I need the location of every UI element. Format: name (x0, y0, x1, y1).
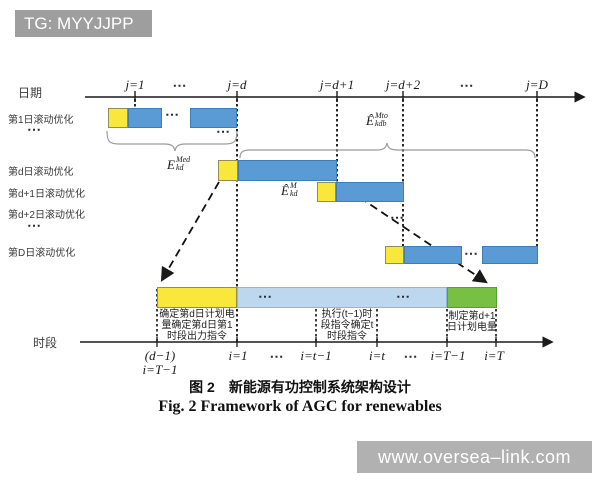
ptick-iT: i=T (484, 348, 504, 363)
ptick-itm1: i=t−1 (300, 348, 332, 363)
row-label-daydp1: 第d+1日滚动优化 (8, 189, 85, 200)
tick-jd: j=d (227, 77, 247, 92)
bar-dayD-yellow (385, 246, 404, 264)
ptick-dm1-line1: (d−1) (144, 348, 176, 363)
formula-em-base: Ê (281, 183, 289, 198)
period-note-1: 确定第d日计划电 量确定第d日第1 时段出力指令 (152, 309, 242, 342)
dots-paxis-2: ⋯ (403, 350, 419, 365)
period-note-1-line1: 确定第d日计划电 (159, 309, 235, 320)
dots-day1-gap: ⋯ (165, 106, 180, 122)
ptick-it: i=t (369, 348, 385, 363)
bar-day1-yellow (108, 108, 128, 128)
tick-j1: j=1 (125, 77, 145, 92)
formula-emto-sup: Mto (374, 111, 388, 120)
dots-period-1: ⋯ (258, 288, 273, 304)
overbrace-emto (239, 142, 536, 159)
tick-jD: j=D (526, 77, 548, 92)
tg-badge: TG: MYYJJPP (15, 10, 152, 37)
watermark: www.oversea–link.com (357, 441, 592, 473)
dots-under-daydp2: ⋯ (27, 217, 42, 233)
bar-daydp1-blue (336, 182, 404, 202)
bar-period-green (447, 287, 497, 308)
period-note-3: 制定第d+1 日计划电量 (443, 311, 501, 333)
ptick-dm1-line2: i=T−1 (142, 362, 178, 377)
formula-emed-sup: Med (175, 155, 191, 164)
caption-english: Fig. 2 Framework of AGC for renewables (158, 398, 442, 415)
dots-period-2: ⋯ (396, 288, 411, 304)
bar-daydp1-yellow (317, 182, 336, 202)
dots-top-1: ⋯ (172, 79, 188, 94)
caption-chinese: 图 2 新能源有功控制系统架构设计 (189, 379, 411, 395)
dots-day1-below: ⋯ (216, 123, 231, 139)
ptick-iTm1: i=T−1 (430, 348, 466, 363)
period-note-3-line2: 日计划电量 (447, 322, 497, 333)
dots-diagonal: ⋯ (390, 209, 405, 225)
row-label-dayd: 第d日滚动优化 (8, 167, 74, 178)
period-axis-label: 时段 (33, 336, 58, 350)
tick-jd2: j=d+2 (385, 77, 421, 92)
date-axis-label: 日期 (18, 86, 43, 100)
formula-em-sub: kd (289, 189, 298, 198)
dots-top-2: ⋯ (459, 79, 475, 94)
period-note-2-line1: 执行(t−1)时 (321, 309, 373, 320)
bar-period-yellow (157, 287, 237, 308)
formula-emed-sub: kd (175, 163, 184, 172)
period-note-2: 执行(t−1)时 段指令确定t 时段指令 (311, 309, 383, 342)
period-note-1-line3: 时段出力指令 (167, 331, 227, 342)
bar-dayd-yellow (218, 160, 238, 181)
formula-emto: Ê Mto kdb (366, 111, 388, 128)
period-note-2-line3: 时段指令 (327, 331, 367, 342)
row-label-day1: 第1日滚动优化 (8, 115, 74, 126)
period-note-1-line2: 量确定第d日第1 (161, 320, 233, 331)
bar-day1-blue-1 (128, 108, 162, 128)
formula-em-sup: M (289, 181, 297, 190)
bar-period-lightblue (237, 287, 447, 308)
tick-jd1: j=d+1 (319, 77, 355, 92)
formula-em: Ê M kd (281, 181, 298, 198)
formula-emto-sub: kdb (374, 119, 387, 128)
period-note-3-line1: 制定第d+1 (448, 311, 496, 322)
dots-under-day1: ⋯ (27, 121, 42, 137)
bar-day1-blue-2 (190, 108, 237, 128)
row-label-daydp2: 第d+2日滚动优化 (8, 210, 85, 221)
row-label-dayD: 第D日滚动优化 (8, 248, 76, 259)
bar-dayD-blue-2 (482, 246, 538, 264)
arrow-day-d-to-period (160, 181, 220, 282)
formula-emto-base: Ê (366, 113, 374, 128)
ptick-i1: i=1 (228, 348, 248, 363)
dots-dayD-gap: ⋯ (464, 245, 479, 261)
bar-dayD-blue-1 (404, 246, 462, 264)
formula-emed: E Med kd (167, 155, 191, 172)
formula-emed-base: E (167, 157, 175, 172)
bar-dayd-blue (238, 160, 337, 181)
dots-paxis-1: ⋯ (269, 350, 285, 365)
underbrace-emed (106, 130, 238, 152)
period-note-2-line2: 段指令确定t (320, 320, 374, 331)
